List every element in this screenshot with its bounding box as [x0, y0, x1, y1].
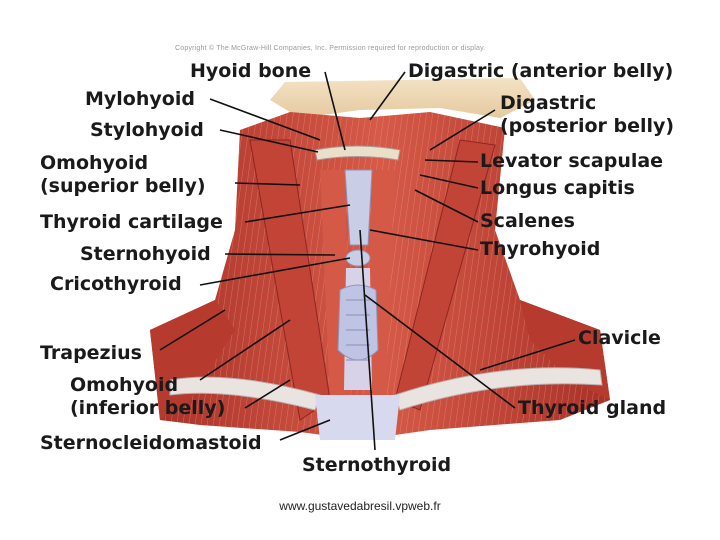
source-credit: www.gustavedabresil.vpweb.fr	[279, 499, 441, 513]
label-omohyoid-inferior: Omohyoid	[70, 374, 179, 396]
clavicle-left	[169, 376, 321, 411]
label-thyroid-cartilage: Thyroid cartilage	[40, 211, 223, 233]
label-stylohyoid: Stylohyoid	[90, 119, 204, 141]
label-omohyoid-superior-sub: (superior belly)	[40, 175, 206, 197]
mandible-area	[270, 78, 535, 118]
label-thyroid-gland: Thyroid gland	[518, 397, 667, 419]
label-digastric-posterior: Digastric	[500, 92, 597, 114]
label-levator-scapulae: Levator scapulae	[480, 150, 664, 172]
label-sternocleidomastoid: Sternocleidomastoid	[40, 432, 262, 454]
label-digastric-posterior-sub: (posterior belly)	[500, 115, 675, 137]
label-clavicle: Clavicle	[578, 327, 661, 349]
label-cricothyroid: Cricothyroid	[50, 273, 182, 295]
label-hyoid-bone: Hyoid bone	[190, 60, 312, 82]
label-omohyoid-inferior-sub: (inferior belly)	[70, 397, 226, 419]
label-thyrohyoid: Thyrohyoid	[480, 238, 601, 260]
label-digastric-anterior: Digastric (anterior belly)	[408, 60, 674, 82]
sternum	[315, 395, 400, 440]
thyroid-cartilage	[344, 169, 373, 246]
label-trapezius: Trapezius	[40, 342, 142, 364]
label-sternothyroid: Sternothyroid	[302, 454, 452, 476]
label-longus-capitis: Longus capitis	[480, 177, 635, 199]
leader-lines	[159, 71, 576, 451]
copyright-notice: Copyright © The McGraw-Hill Companies, I…	[175, 45, 486, 52]
thyroid-gland	[337, 284, 379, 361]
label-omohyoid-superior: Omohyoid	[40, 152, 149, 174]
label-scalenes: Scalenes	[480, 210, 575, 232]
label-sternohyoid: Sternohyoid	[80, 243, 211, 265]
label-mylohyoid: Mylohyoid	[85, 88, 195, 110]
sternocleidomastoid-right	[394, 139, 496, 411]
clavicle-right	[394, 367, 603, 411]
